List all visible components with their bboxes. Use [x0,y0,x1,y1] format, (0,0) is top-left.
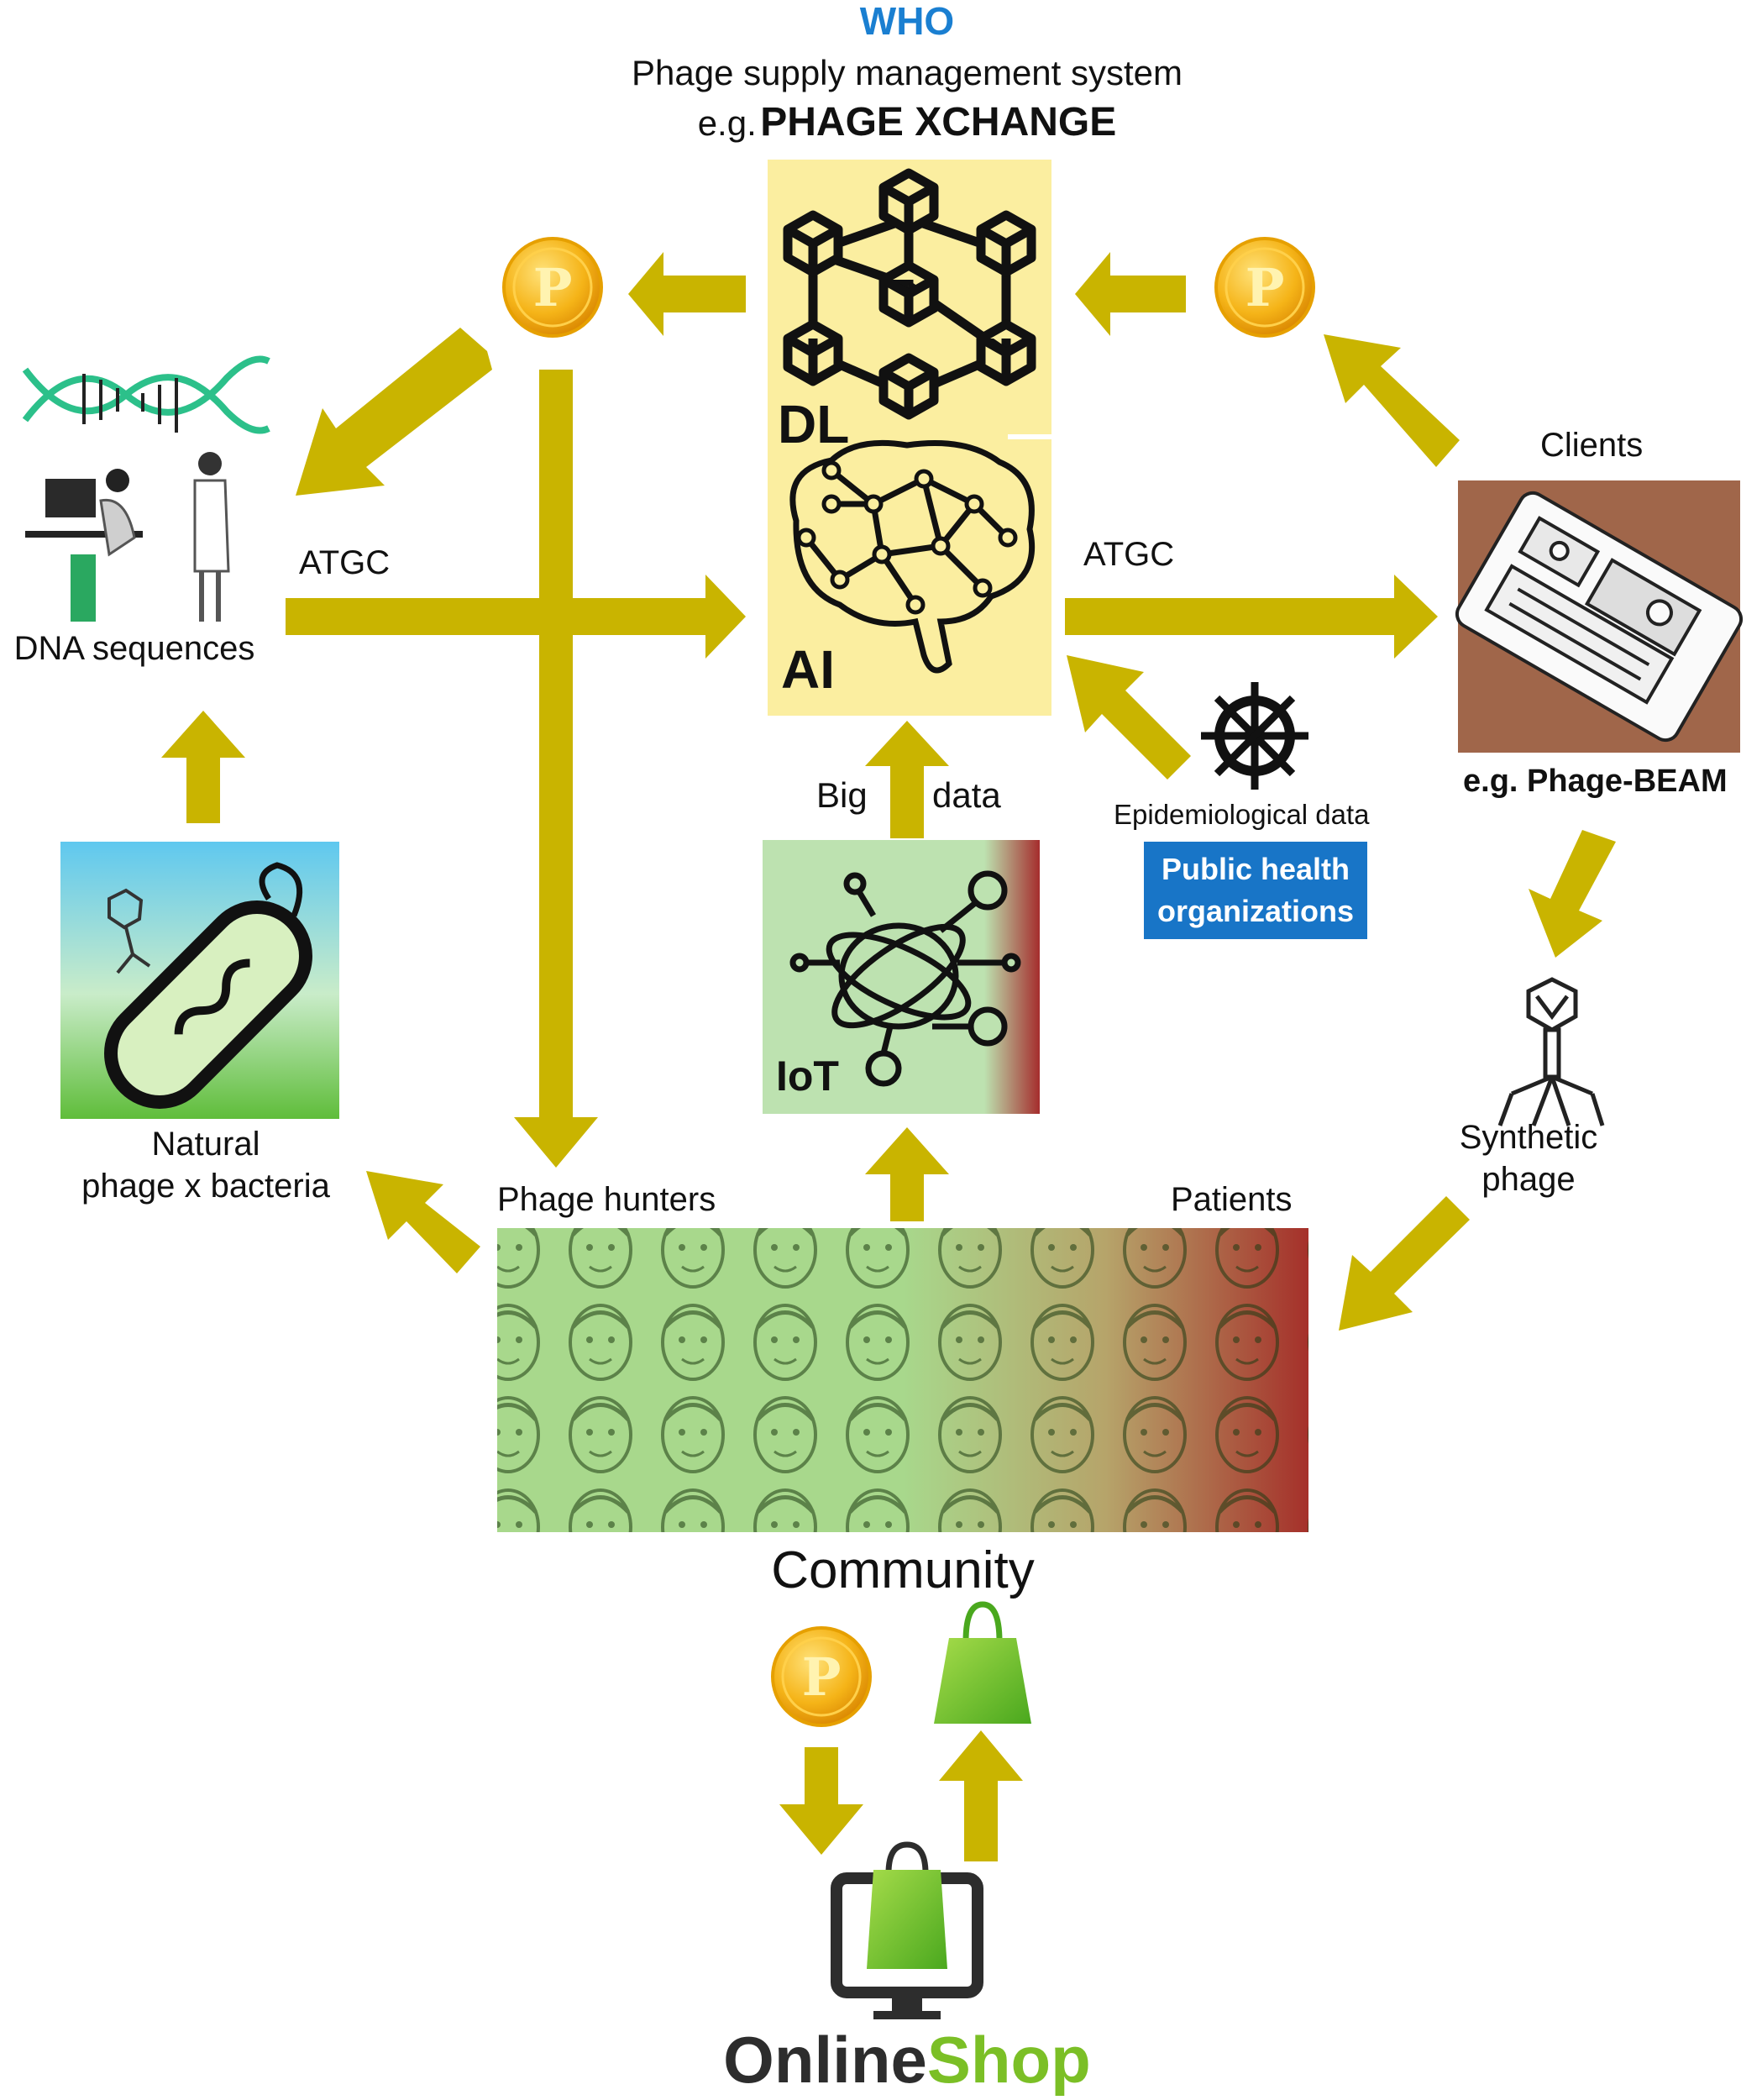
blockchain-icon [783,168,1036,420]
data-label: data [932,775,1001,815]
online-shop-logo: OnlineShop [655,2024,1159,2097]
shopping-bag-icon [934,1601,1031,1724]
coin-left: P [502,237,603,338]
coin-right: P [1214,237,1315,338]
epidemiological-label: Epidemiological data [1114,799,1370,830]
cube [976,210,1036,277]
example-name: PHAGE XCHANGE [760,100,1117,144]
coin-community: P [771,1626,872,1727]
arrow-coin-to-hunters [514,370,598,1168]
arrow-ai-to-clients [1065,575,1438,659]
synthetic-label-2: phage [1481,1161,1576,1198]
coin-symbol: P [1245,257,1285,318]
patients-label: Patients [1171,1181,1293,1218]
arrow-clients-to-coin [1324,334,1460,467]
example-line: e.g. PHAGE XCHANGE [538,100,1277,145]
arrow-synthetic-to-patients [1339,1196,1470,1331]
online-word: Online [723,2023,927,2097]
community-title: Community [771,1541,1035,1599]
example-prefix: e.g. [697,103,757,143]
brain-nodes [796,460,1018,615]
cube [878,168,939,235]
arrow-natural-to-dna [161,711,245,823]
arrow-clients-to-synthetic [1529,830,1616,958]
iot-panel [763,840,1040,1114]
arrow-community-to-natural [366,1171,480,1273]
community-crowd-image [497,1228,1308,1532]
arrow-dna-to-ai [286,575,746,659]
phage-hunters-label: Phage hunters [497,1181,716,1218]
coin-symbol: P [802,1646,842,1708]
ship-wheel-icon [1201,682,1308,790]
natural-label-2: phage x bacteria [81,1168,330,1205]
arrow-shop-to-bag [939,1730,1023,1861]
natural-label-1: Natural [151,1126,260,1163]
cube [783,319,843,386]
ai-label: AI [781,639,835,700]
arrow-dl-to-coin-left [628,252,746,336]
dl-ai-panel [768,160,1051,716]
iot-label: IoT [776,1053,839,1100]
cube [878,260,939,328]
who-label: WHO [859,0,955,43]
public-health-line2: organizations [1156,894,1355,928]
arrow-iot-to-ai [865,721,949,838]
iot-network-icon [789,870,1021,1087]
arrow-coin-right-to-dl [1075,252,1186,336]
dna-sequences-label: DNA sequences [13,630,255,667]
atgc-right: ATGC [1083,536,1175,573]
flow-arrows [161,252,1616,1861]
atgc-left: ATGC [299,544,391,581]
cube [976,319,1036,386]
arrow-epi-to-ai [1067,655,1191,780]
system-line: Phage supply management system [631,53,1183,92]
synthetic-phage-icon [1497,977,1605,1126]
cube [878,353,939,420]
big-label: Big [816,775,868,815]
public-health-badge: Public health organizations [1144,842,1367,939]
shop-word: Shop [926,2023,1091,2097]
online-shop-monitor-icon [831,1841,983,2019]
clients-label: Clients [1540,427,1644,464]
coin-symbol: P [533,257,573,318]
bacteria-phage-icon [60,842,339,1119]
device-label: e.g. Phage-BEAM [1463,764,1728,799]
arrow-coin-to-dna [296,328,492,496]
arrow-coin-to-shop [779,1747,863,1855]
dna-lab-icon [22,355,270,622]
public-health-line1: Public health [1161,852,1350,886]
arrow-community-to-iot [865,1127,949,1221]
cube [783,210,843,277]
dl-label: DL [778,394,850,454]
synthetic-label-1: Synthetic [1459,1119,1598,1156]
phage-beam-device [1455,480,1744,753]
